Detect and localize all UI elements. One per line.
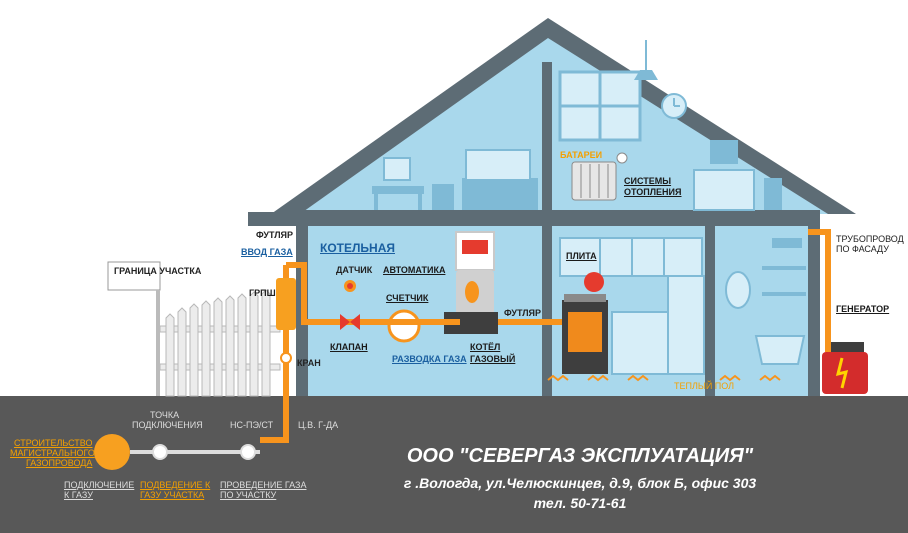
desk-icon (372, 186, 424, 194)
kitchen-counter (611, 311, 669, 375)
label-tochka-1: ТОЧКА (150, 410, 180, 420)
ground (0, 396, 908, 533)
valve-icon (280, 352, 292, 364)
eave (248, 212, 816, 226)
label-podkl-1: ПОДКЛЮЧЕНИЕ (64, 480, 135, 490)
label-granitsa: ГРАНИЦА УЧАСТКА (114, 266, 202, 276)
label-kran: КРАН (297, 358, 321, 368)
boundary-sign (107, 261, 161, 291)
label-podkl-2: К ГАЗУ (64, 490, 93, 500)
label-grpsh: ГРПШ (249, 288, 276, 298)
label-stroit-1: СТРОИТЕЛЬСТВО (14, 438, 93, 448)
label-plita: ПЛИТА (566, 251, 597, 261)
grpsh-cabinet-icon (276, 278, 296, 330)
label-tochka-2: ПОДКЛЮЧЕНИЯ (132, 420, 203, 430)
company-phone: тел. 50-71-61 (533, 495, 627, 511)
lamp-icon (634, 70, 658, 80)
ns-node (240, 444, 256, 460)
label-cv: Ц.В. Г-ДА (298, 420, 339, 430)
label-avtomatika: АВТОМАТИКА (383, 265, 446, 275)
label-kotel-2: ГАЗОВЫЙ (470, 354, 516, 364)
label-teply-pol: ТЕПЛЫЙ ПОЛ (674, 381, 735, 391)
label-sistemy-2: ОТОПЛЕНИЯ (624, 187, 682, 197)
generator-icon (822, 342, 868, 394)
label-podved-2: ГАЗУ УЧАСТКА (140, 490, 205, 500)
label-proved-2: ПО УЧАСТКУ (220, 490, 277, 500)
house-body (296, 214, 816, 396)
label-proved-1: ПРОВЕДЕНИЕ ГАЗА (220, 480, 307, 490)
label-truboprovod-1: ТРУБОПРОВОД (836, 234, 904, 244)
label-ns: НС-ПЭ/СТ (230, 420, 274, 430)
label-podved-1: ПОДВЕДЕНИЕ К (140, 480, 211, 490)
right-wall (808, 222, 820, 396)
bathroom-wall (705, 222, 715, 396)
label-schetchik: СЧЕТЧИК (386, 293, 429, 303)
label-vvod-gaza: ВВОД ГАЗА (241, 247, 293, 257)
dresser-icon (693, 169, 755, 211)
main-pipeline-node (94, 434, 130, 470)
label-razvodka: РАЗВОДКА ГАЗА (392, 354, 467, 364)
stove-icon (562, 272, 608, 374)
label-stroit-2: МАГИСТРАЛЬНОГО (10, 448, 95, 458)
fridge-icon (667, 275, 705, 375)
label-batarei: БАТАРЕИ (560, 150, 603, 160)
label-kotel-1: КОТЁЛ (470, 342, 501, 352)
label-truboprovod-2: ПО ФАСАДУ (836, 244, 889, 254)
label-futlyar-left: ФУТЛЯР (256, 230, 293, 240)
gas-meter-icon (387, 309, 421, 343)
connection-point-node (152, 444, 168, 460)
label-generator: ГЕНЕРАТОР (836, 304, 890, 314)
shutoff-valve-icon (340, 314, 350, 330)
label-stroit-3: ГАЗОПРОВОДА (26, 458, 93, 468)
label-klapan: КЛАПАН (330, 342, 368, 352)
warm-floor-icon (547, 374, 781, 382)
radiator-icon (571, 152, 628, 201)
mirror-icon (725, 271, 751, 309)
label-futlyar-right: ФУТЛЯР (504, 308, 541, 318)
label-datchik: ДАТЧИК (336, 265, 373, 275)
label-sistemy-1: СИСТЕМЫ (624, 176, 672, 186)
middle-wall (542, 62, 552, 396)
bathtub-icon (754, 335, 806, 365)
fence (159, 289, 281, 397)
label-kotelnaya: КОТЕЛЬНАЯ (320, 241, 395, 255)
bed-icon (462, 178, 538, 210)
company-address: г .Вологда, ул.Челюскинцев, д.9, блок Б,… (403, 475, 757, 491)
company-name: ООО "СЕВЕРГАЗ ЭКСПЛУАТАЦИЯ" (406, 445, 754, 467)
